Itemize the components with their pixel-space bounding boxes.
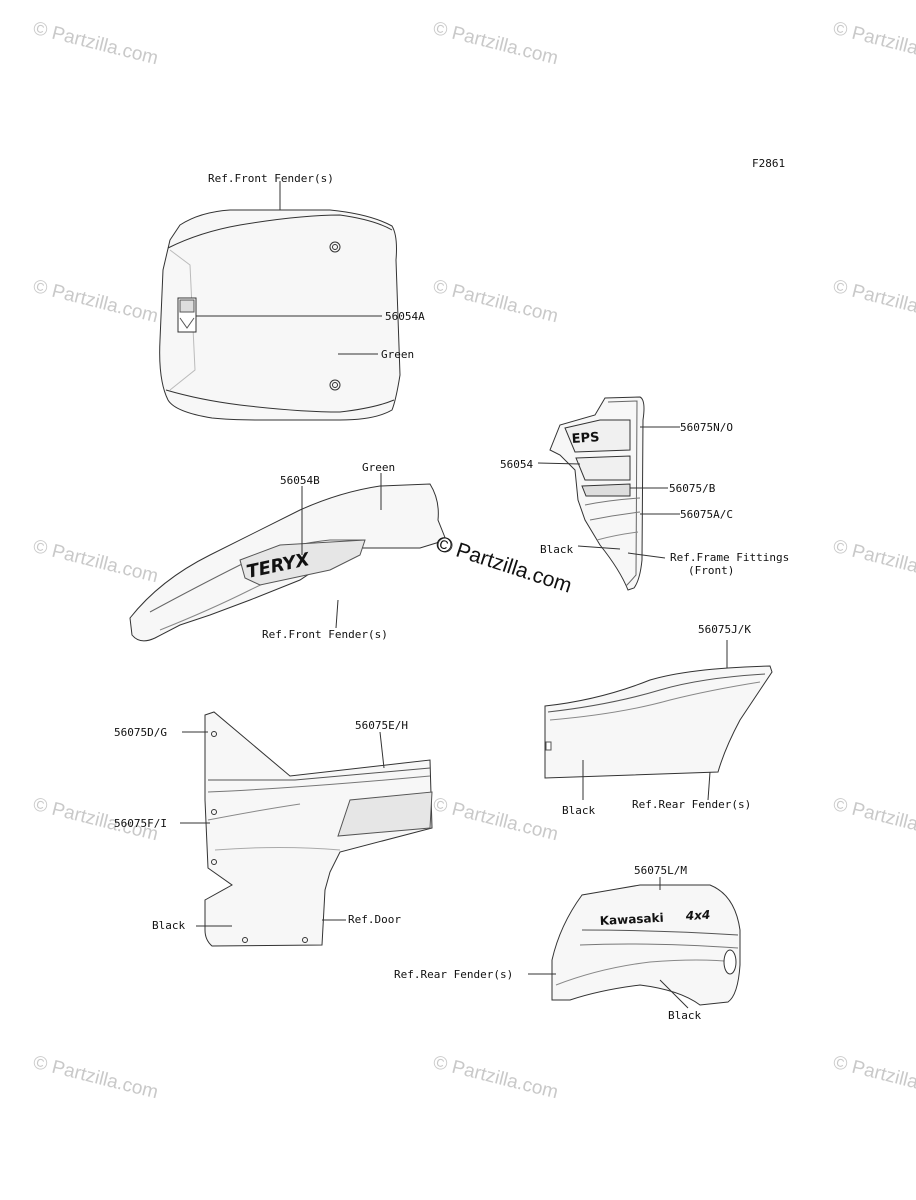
label-56075DG: 56075D/G: [114, 726, 167, 739]
decal-eps: EPS: [571, 430, 600, 447]
label-56075B: 56075/B: [669, 482, 716, 495]
rear-fender-part: [544, 640, 773, 801]
label-56075EH: 56075E/H: [355, 719, 408, 732]
label-56075FI: 56075F/I: [114, 817, 167, 830]
decal-4x4: 4x4: [684, 908, 710, 923]
label-black-rear: Black: [562, 804, 595, 817]
label-ref-front-fender-mid: Ref.Front Fender(s): [262, 628, 388, 641]
label-56075NO: 56075N/O: [680, 421, 733, 434]
label-green-mid: Green: [362, 461, 395, 474]
label-black-bottom: Black: [668, 1009, 701, 1022]
label-black-frame: Black: [540, 543, 573, 556]
label-ref-frame-fittings: Ref.Frame Fittings: [670, 551, 789, 564]
label-56054: 56054: [500, 458, 533, 471]
label-56075AC: 56075A/C: [680, 508, 733, 521]
label-ref-rear-fender-bottom: Ref.Rear Fender(s): [394, 968, 513, 981]
label-56054B: 56054B: [280, 474, 320, 487]
rear-fender-bottom-part: [528, 877, 741, 1009]
front-fender-side-part: [129, 473, 453, 642]
label-ref-door: Ref.Door: [348, 913, 401, 926]
label-ref-rear-fender: Ref.Rear Fender(s): [632, 798, 751, 811]
decal-kawasaki: Kawasaki: [599, 911, 664, 928]
label-56075LM: 56075L/M: [634, 864, 687, 877]
label-green-top: Green: [381, 348, 414, 361]
figure-id: F2861: [752, 157, 785, 170]
label-ref-front-fender-top: Ref.Front Fender(s): [208, 172, 334, 185]
door-part: [180, 711, 433, 947]
label-ref-frame-fittings-sub: (Front): [688, 564, 734, 577]
frame-fitting-part: [537, 396, 680, 591]
label-black-door: Black: [152, 919, 185, 932]
label-56054A: 56054A: [385, 310, 425, 323]
front-hood-part: [159, 181, 401, 421]
label-56075JK: 56075J/K: [698, 623, 751, 636]
